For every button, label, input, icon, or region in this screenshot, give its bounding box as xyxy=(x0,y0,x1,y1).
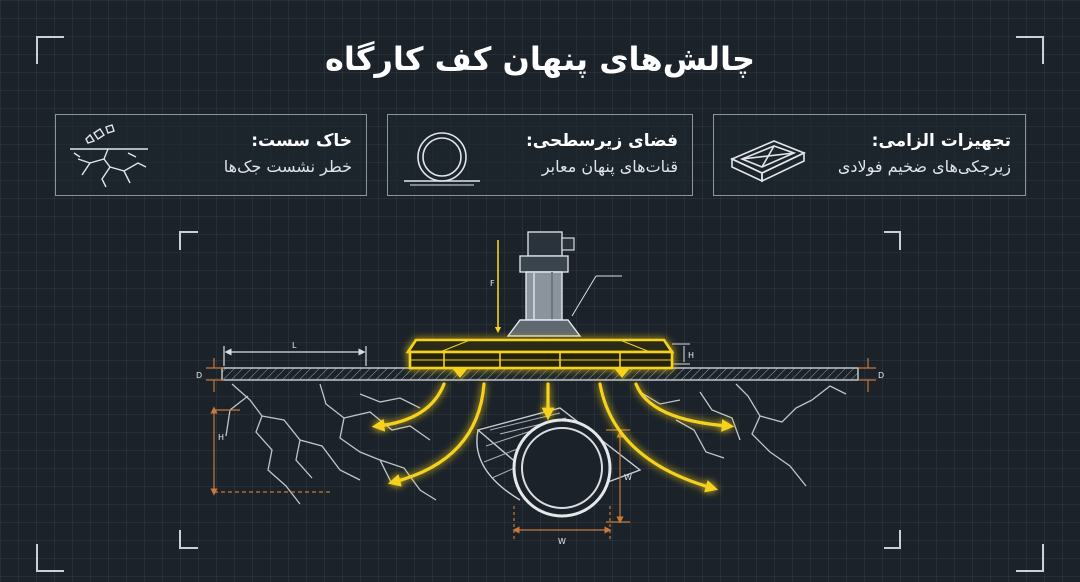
card-title: خاک سست: xyxy=(251,131,352,151)
dim-label-length: L xyxy=(292,341,297,350)
info-card-soft-soil: خاک سست: خطر نشست جک‌ها xyxy=(55,114,367,196)
plate-height-dimension xyxy=(672,343,690,365)
force-label: F xyxy=(490,279,495,288)
dim-label-plate-height: H xyxy=(688,351,694,360)
card-subtitle: قنات‌های پنهان معابر xyxy=(541,157,678,176)
cracked-soil-icon xyxy=(70,124,148,188)
dim-label-left-thickness: D xyxy=(196,371,202,380)
dim-label-right-thickness: D xyxy=(878,371,884,380)
card-title: فضای زیرسطحی: xyxy=(525,131,678,151)
dim-label-depth: H xyxy=(218,433,224,442)
soil-cracks xyxy=(225,383,847,505)
info-card-subsurface: فضای زیرسطحی: قنات‌های پنهان معابر xyxy=(387,114,693,196)
card-title: تجهیزات الزامی: xyxy=(871,131,1011,151)
dim-label-pipe-width-horizontal: W xyxy=(558,537,566,546)
card-subtitle: زیرجکی‌های ضخیم فولادی xyxy=(837,157,1011,176)
frame-corner-top-left xyxy=(36,36,64,64)
left-dimensions xyxy=(206,358,330,496)
info-card-equipment: تجهیزات الزامی: زیرجکی‌های ضخیم فولادی xyxy=(713,114,1026,196)
right-dimensions xyxy=(858,358,876,392)
card-subtitle: خطر نشست جک‌ها xyxy=(223,157,352,176)
steel-jack-pad xyxy=(405,338,675,378)
length-dimension xyxy=(223,346,367,366)
page-title: چالش‌های پنهان کف کارگاه xyxy=(324,40,756,78)
hydraulic-jack xyxy=(494,231,622,337)
ground-surface xyxy=(221,367,859,381)
underground-pipe xyxy=(476,407,642,518)
steel-plate-icon xyxy=(730,140,806,183)
frame-corner-top-right xyxy=(1016,36,1044,64)
pipe-icon xyxy=(404,132,480,186)
frame-corner-bottom-left xyxy=(36,544,64,572)
dim-label-pipe-width-vertical: W xyxy=(624,473,632,482)
diagram-frame xyxy=(179,231,901,549)
load-distribution-arrows xyxy=(371,382,735,493)
frame-corner-bottom-right xyxy=(1016,544,1044,572)
